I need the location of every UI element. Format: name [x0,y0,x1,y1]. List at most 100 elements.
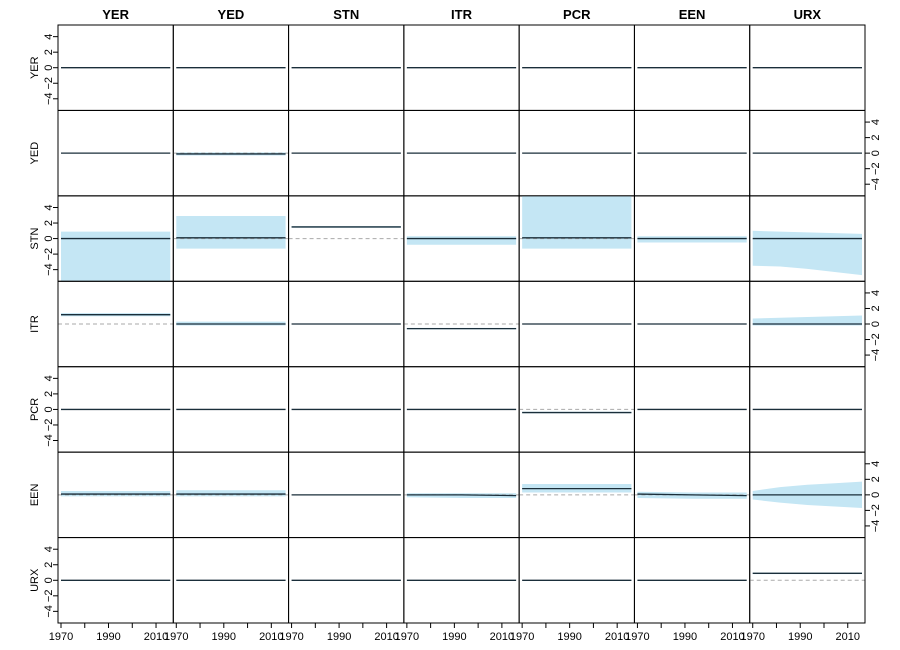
y-tick-label: 4 [870,119,882,125]
y-tick-label: −2 [43,419,55,432]
panel-urx-urx [749,537,866,624]
y-tick-label: −2 [870,162,882,175]
y-tick-label: 4 [43,546,55,552]
panel-pcr-urx [749,366,866,453]
panel-content [752,230,862,276]
confidence-band [637,236,747,243]
panel-content [519,483,635,496]
panel-itr-yed [172,280,290,368]
panel-een-yer [57,451,174,539]
panel-content [634,491,750,499]
confidence-band [752,230,862,276]
panel-yed-urx [749,109,866,197]
panel-urx-yer [57,537,174,624]
x-tick-label: 1990 [788,631,812,643]
panel-content [519,195,635,249]
panel-een-een [633,451,751,539]
y-tick-label: −2 [43,248,55,261]
y-tick-label: 0 [870,492,882,498]
x-tick-label: 1970 [625,631,649,643]
y-tick-label: 0 [43,406,55,412]
y-tick-label: 2 [43,562,55,568]
panel-urx-yed [172,537,290,624]
panel-itr-yer [57,280,174,368]
column-title-urx: URX [794,7,822,22]
y-tick-label: 4 [870,461,882,467]
y-tick-label: 4 [43,204,55,210]
confidence-band [61,231,171,282]
y-tick-label: 0 [43,577,55,583]
row-label-yed: YED [29,142,41,165]
confidence-band [176,490,286,497]
panel-yed-yed [172,109,290,197]
y-tick-label: 4 [43,34,55,40]
panel-itr-urx [749,280,866,368]
y-tick-label: 0 [870,321,882,327]
panel-yer-urx [749,24,866,111]
x-tick-label: 1970 [279,631,303,643]
y-tick-label: −4 [43,93,55,106]
y-tick-label: 4 [870,290,882,296]
x-tick-label: 2010 [720,631,744,643]
panels [57,24,866,624]
panel-een-stn [288,451,405,539]
y-tick-label: 2 [870,305,882,311]
panel-pcr-stn [288,366,405,453]
column-title-itr: ITR [451,7,473,22]
x-tick-label: 1990 [442,631,466,643]
panel-content [173,152,289,156]
x-tick-label: 1970 [395,631,419,643]
panel-yed-itr [403,109,520,197]
x-tick-label: 2010 [259,631,283,643]
panel-content [58,313,174,325]
y-tick-label: −4 [43,263,55,276]
y-tick-label: −4 [870,178,882,191]
panel-yed-een [633,109,751,197]
row-label-yer: YER [29,56,41,79]
panel-content [176,321,286,326]
y-tick-label: −4 [870,520,882,533]
panel-itr-pcr [518,280,635,368]
panel-yer-een [633,24,751,111]
panel-urx-een [633,537,751,624]
y-tick-label: −4 [43,434,55,447]
response-line [406,494,517,497]
confidence-band [176,216,286,249]
y-tick-label: −2 [43,77,55,90]
y-tick-label: −2 [870,333,882,346]
column-title-yed: YED [218,7,245,22]
panel-content [58,490,174,497]
panel-urx-stn [288,537,405,624]
panel-stn-itr [403,195,520,282]
column-title-een: EEN [679,7,706,22]
y-tick-label: 4 [43,375,55,381]
panel-itr-itr [403,280,520,368]
row-label-itr: ITR [29,315,41,333]
x-tick-label: 1970 [510,631,534,643]
panel-itr-een [633,280,751,368]
y-tick-label: 2 [43,49,55,55]
panel-yer-yed [172,24,290,111]
column-title-yer: YER [102,7,129,22]
panel-yer-pcr [518,24,635,111]
x-tick-label: 2010 [605,631,629,643]
x-tick-label: 1970 [740,631,764,643]
panel-een-pcr [518,451,635,539]
panel-pcr-een [633,366,751,453]
panel-frame [749,537,866,624]
panel-content [752,481,862,509]
row-label-stn: STN [29,228,41,250]
panel-content [406,236,517,245]
x-tick-label: 1990 [212,631,236,643]
